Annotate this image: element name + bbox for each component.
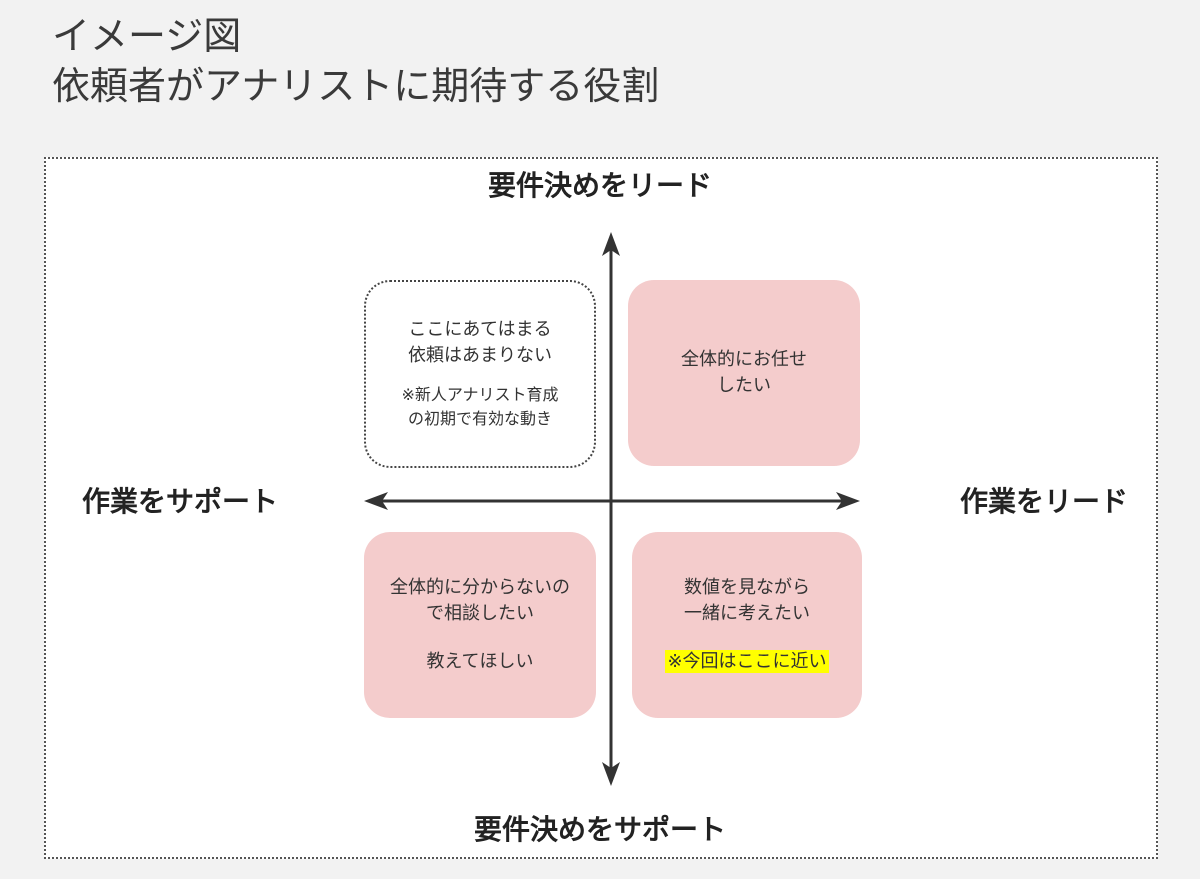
quadrant-top-right: 全体的にお任せ したい: [628, 280, 860, 466]
quadrant-note: ※新人アナリスト育成: [401, 385, 559, 404]
axis-label-left: 作業をサポート: [82, 485, 279, 518]
quadrant-text: ここにあてはまる: [408, 319, 552, 340]
down-arrow-icon: [602, 762, 620, 786]
quadrant-bottom-right: 数値を見ながら 一緒に考えたい ※今回はここに近い: [632, 532, 862, 718]
quadrant-text: 数値を見ながら: [684, 577, 810, 598]
quadrant-text: したい: [717, 375, 771, 396]
quadrant-top-left: ここにあてはまる 依頼はあまりない ※新人アナリスト育成 の初期で有効な動き: [364, 280, 596, 468]
page-subtitle: 依頼者がアナリストに期待する役割: [52, 64, 660, 108]
quadrant-text: 全体的にお任せ: [681, 349, 807, 370]
highlight-note: ※今回はここに近い: [665, 650, 829, 673]
axis-label-right: 作業をリード: [959, 485, 1128, 518]
right-arrow-icon: [836, 492, 860, 510]
left-arrow-icon: [364, 492, 388, 510]
diagram-panel: [44, 157, 1158, 859]
quadrant-text: で相談したい: [426, 603, 534, 624]
page-title: イメージ図: [52, 14, 242, 58]
quadrant-bottom-left: 全体的に分からないの で相談したい 教えてほしい: [364, 532, 596, 718]
quadrant-text: 一緒に考えたい: [684, 603, 810, 624]
axis-label-top: 要件決めをリード: [487, 169, 712, 202]
axis-label-bottom: 要件決めをサポート: [473, 813, 726, 846]
quadrant-text: 全体的に分からないの: [390, 577, 570, 598]
quadrant-text: 依頼はあまりない: [408, 345, 552, 366]
up-arrow-icon: [602, 232, 620, 256]
quadrant-note: の初期で有効な動き: [407, 409, 552, 428]
quadrant-text: 教えてほしい: [426, 651, 534, 672]
